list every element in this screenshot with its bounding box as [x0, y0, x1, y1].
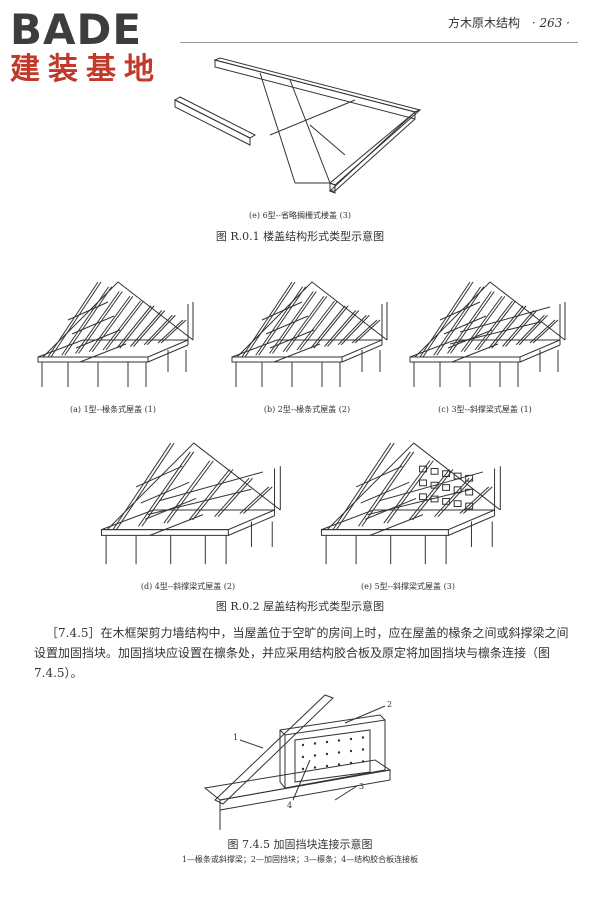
roof-type-3-drawing [400, 262, 570, 392]
roof-type-1-drawing [28, 262, 198, 392]
figure-745-caption: 图 7.4.5 加固挡块连接示意图 [227, 838, 373, 851]
callout-2: 2 [387, 700, 392, 709]
roof-type-4-caption: (d) 4型--斜撑梁式屋盖 (2) [140, 582, 236, 591]
figure-745-legend: 1—椽条或斜撑梁；2—加固挡块；3—檩条；4—结构胶合板连接板 [181, 855, 419, 864]
roof-type-5-drawing [308, 420, 508, 570]
roof-type-2-caption: (b) 2型--椽条式屋盖 (2) [263, 405, 351, 414]
running-header: 方木原木结构 · 263 · [448, 14, 570, 31]
figure-r01-subcaption: (e) 6型--省略搁栅式楼盖 (3) [249, 211, 351, 220]
logo-brand: BADE [10, 5, 143, 54]
roof-type-2-drawing [222, 262, 392, 392]
section-7-4-5-text: ［7.4.5］在木框架剪力墙结构中，当屋盖位于空旷的房间上时，应在屋盖的椽条之间… [34, 626, 569, 680]
callout-4: 4 [287, 801, 292, 810]
header-rule [180, 42, 578, 43]
roof-type-4-drawing [88, 420, 288, 570]
figure-r02-caption: 图 R.0.2 屋盖结构形式类型示意图 [215, 600, 385, 613]
page-number: · 263 · [531, 16, 570, 30]
roof-type-1-caption: (a) 1型--椽条式屋盖 (1) [70, 405, 156, 414]
callout-1: 1 [233, 733, 238, 742]
figure-r01-caption: 图 R.0.1 楼盖结构形式类型示意图 [215, 230, 385, 243]
roof-type-3-caption: (c) 3型--斜撑梁式屋盖 (1) [438, 405, 532, 414]
floor-structure-drawing [170, 55, 440, 205]
logo-subtitle: 建装基地 [10, 52, 162, 87]
logo: BADE 建装基地 [10, 8, 162, 88]
blocking-connection-drawing: 1 2 3 4 [195, 690, 392, 830]
roof-type-5-caption: (e) 5型--斜撑梁式屋盖 (3) [361, 582, 455, 591]
chapter-title: 方木原木结构 [447, 16, 520, 30]
callout-3: 3 [359, 782, 364, 791]
